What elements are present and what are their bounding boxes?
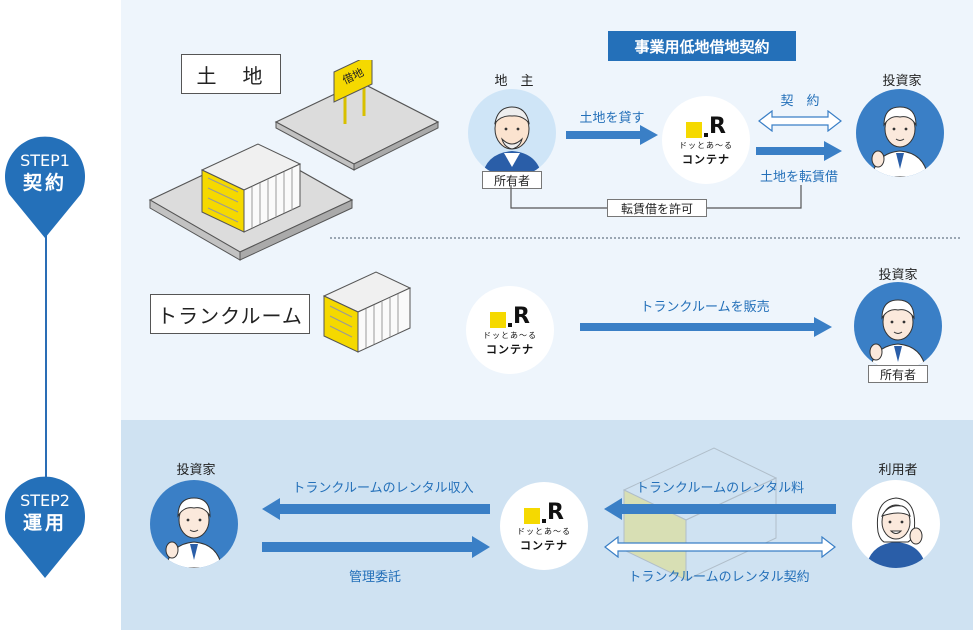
- company-logo-middle: R ドッとあ〜る コンテナ: [466, 286, 554, 374]
- logo-small-text: ドッとあ〜る: [517, 526, 571, 536]
- sublease-permit-tag: 転賃借を許可: [607, 199, 707, 217]
- woman-icon: [852, 480, 940, 568]
- trunk-owner-tag: 所有者: [868, 365, 928, 383]
- trunk-investor-label: 投資家: [878, 268, 918, 283]
- lend-land-arrow: [566, 125, 658, 145]
- pin-icon: [4, 136, 85, 238]
- logo-name-text: コンテナ: [682, 152, 730, 166]
- landowner-label: 地 主: [494, 74, 534, 89]
- logo-small-text: ドッとあ〜る: [483, 330, 537, 340]
- company-logo-bottom: R ドッとあ〜る コンテナ: [500, 482, 588, 570]
- logo-name-text: コンテナ: [520, 538, 568, 552]
- contract-title-badge: 事業用低地借地契約: [608, 31, 796, 61]
- management-arrow: [262, 536, 490, 558]
- lend-land-label: 土地を貸す: [579, 111, 645, 126]
- step1-title: 契約: [22, 172, 67, 194]
- trunk-room-box-label: トランクルーム: [150, 294, 310, 334]
- sublease-label: 土地を転賃借: [759, 170, 838, 185]
- user-label: 利用者: [878, 463, 918, 478]
- contract-label: 契 約: [780, 94, 820, 109]
- land-illustration: [148, 60, 440, 261]
- step2-investor-avatar: [150, 480, 238, 568]
- sublease-arrow: [756, 141, 842, 161]
- elderly-man-icon: [468, 89, 556, 177]
- step2-pin: STEP2 運用: [1, 472, 89, 580]
- timeline-line: [45, 180, 47, 510]
- management-label: 管理委託: [348, 570, 401, 585]
- investor-avatar: [856, 89, 944, 177]
- step2-number: STEP2: [20, 491, 70, 510]
- logo-mark-text: R: [709, 113, 726, 139]
- user-avatar: [852, 480, 940, 568]
- land-box-label: 土 地: [181, 54, 281, 94]
- businessman-icon: [856, 89, 944, 177]
- logo-name-text: コンテナ: [486, 342, 534, 356]
- businessman-icon: [150, 480, 238, 568]
- logo-mark-text: R: [513, 303, 530, 329]
- contract-double-arrow: [758, 110, 842, 132]
- trunk-investor-avatar: [854, 282, 942, 370]
- section-divider: [330, 237, 960, 239]
- company-logo-top: R ドッとあ〜る コンテナ: [662, 96, 750, 184]
- investor-label: 投資家: [882, 74, 922, 89]
- rental-income-label: トランクルームのレンタル収入: [292, 481, 474, 496]
- rental-income-arrow: [262, 498, 490, 520]
- rental-fee-label: トランクルームのレンタル料: [635, 481, 805, 496]
- sell-trunk-arrow: [580, 317, 832, 337]
- sell-trunk-label: トランクルームを販売: [640, 300, 770, 315]
- logo-mark-text: R: [547, 499, 564, 525]
- landowner-avatar: [468, 89, 556, 177]
- pin-icon: [4, 476, 85, 578]
- landowner-owner-tag: 所有者: [482, 171, 542, 189]
- step1-number: STEP1: [20, 151, 70, 170]
- step2-title: 運用: [22, 512, 67, 534]
- step1-pin: STEP1 契約: [1, 132, 89, 240]
- businessman-icon: [854, 282, 942, 370]
- container-icon: [322, 271, 412, 353]
- rental-contract-label: トランクルームのレンタル契約: [628, 570, 810, 585]
- rental-fee-arrow: [604, 498, 836, 520]
- logo-small-text: ドッとあ〜る: [679, 140, 733, 150]
- step2-investor-label: 投資家: [176, 463, 216, 478]
- rental-contract-double-arrow: [604, 536, 836, 558]
